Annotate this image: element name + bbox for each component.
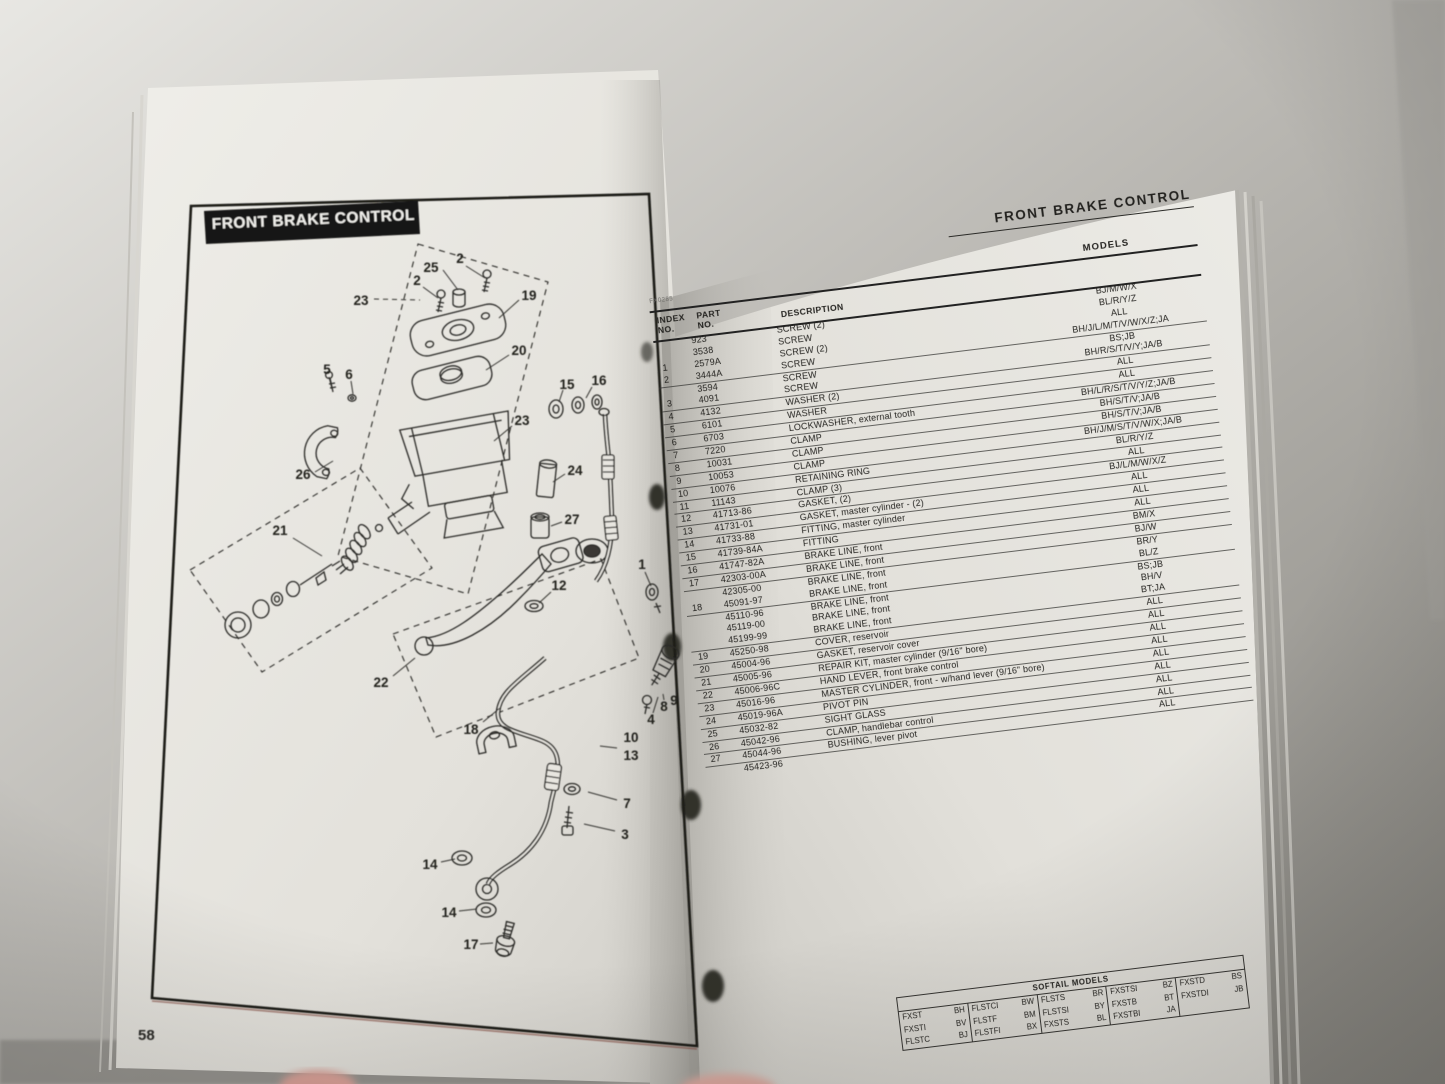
model-name: FLSTFI (974, 1026, 1002, 1039)
model-code: JB (1233, 983, 1244, 994)
model-name: FLSTC (904, 1034, 931, 1047)
model-code: BL (1096, 1013, 1107, 1024)
model-code: BX (1026, 1021, 1038, 1032)
figure-code: FX0285 (649, 296, 674, 306)
model-code (1244, 995, 1246, 1007)
parts-table-page: FRONT BRAKE CONTROL FX0285 MODELS INDEX … (640, 181, 1313, 1084)
model-name: FXSTS (1043, 1017, 1070, 1030)
model-name (1182, 1003, 1184, 1015)
model-code: JA (1166, 1004, 1177, 1015)
model-name: FXSTBI (1112, 1008, 1141, 1022)
description-col-header: DESCRIPTION (780, 301, 845, 320)
model-code: BJ (958, 1030, 969, 1041)
